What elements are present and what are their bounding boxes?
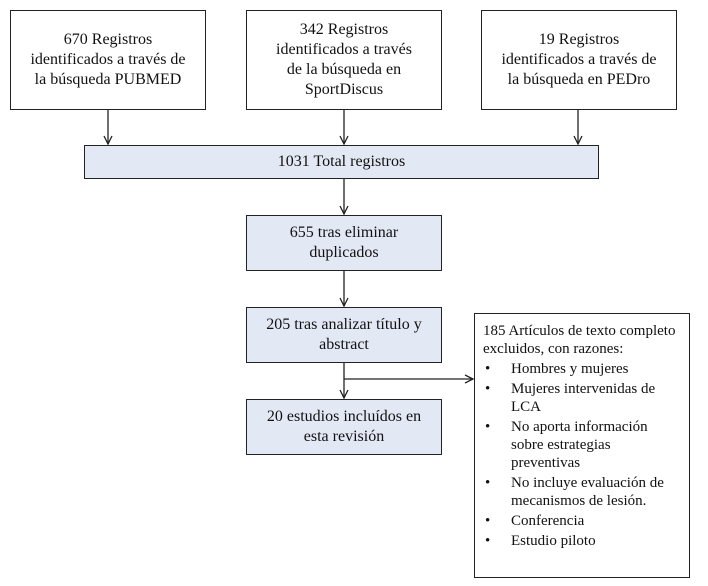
source-box-pedro: 19 Registros identificados a través de l… xyxy=(481,10,677,110)
exclusion-reason-text: No aporta información sobre estrategias … xyxy=(511,419,648,471)
excluded-reasons-box: 185 Artículos de texto completo excluido… xyxy=(474,313,690,578)
exclusion-reason-item: •Conferencia xyxy=(485,513,585,529)
exclusion-reason-text: No incluye evaluación de mecanismos de l… xyxy=(511,475,664,509)
exclusion-reason-item: •Hombres y mujeres xyxy=(485,361,629,377)
excluded-header: 185 Artículos de texto completo excluido… xyxy=(483,323,676,357)
included-studies-box: 20 estudios incluídos en esta revisión xyxy=(246,399,442,455)
excluded-reasons-list: •Hombres y mujeres •Mujeres intervenidas… xyxy=(483,360,681,550)
total-records-box: 1031 Total registros xyxy=(84,145,599,179)
source-box-sportdiscus: 342 Registros identificados a través de … xyxy=(246,10,442,110)
exclusion-reason-item: •No aporta información sobre estrategias… xyxy=(485,419,648,471)
exclusion-reason-item: •Estudio piloto xyxy=(485,533,596,549)
exclusion-reason-item: •Mujeres intervenidas de LCA xyxy=(485,381,656,415)
exclusion-reason-text: Hombres y mujeres xyxy=(511,361,629,377)
exclusion-reason-text: Conferencia xyxy=(511,513,585,529)
screening-box: 205 tras analizar título y abstract xyxy=(246,307,442,363)
exclusion-reason-item: •No incluye evaluación de mecanismos de … xyxy=(485,475,664,509)
source-box-pubmed: 670 Registros identificados a través de … xyxy=(10,10,206,110)
exclusion-reason-text: Mujeres intervenidas de LCA xyxy=(511,381,656,415)
exclusion-reason-text: Estudio piloto xyxy=(511,533,596,549)
deduplicated-box: 655 tras eliminar duplicados xyxy=(246,215,442,271)
